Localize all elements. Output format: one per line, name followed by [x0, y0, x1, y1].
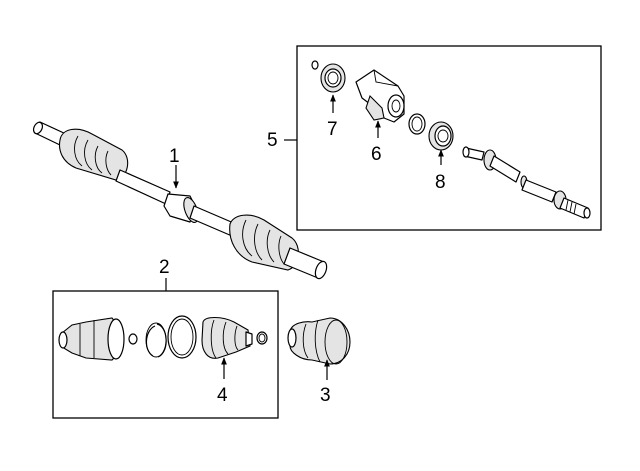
- callout-6: 6: [371, 144, 382, 165]
- callout-8: 8: [435, 172, 446, 193]
- kit-frame-5: [296, 45, 602, 231]
- bearing-8[interactable]: [428, 121, 454, 151]
- washer[interactable]: [311, 60, 319, 70]
- callout-5: 5: [267, 130, 278, 151]
- large-boot-clamp[interactable]: [167, 315, 197, 359]
- circlip-ring[interactable]: [145, 322, 167, 358]
- snap-clip[interactable]: [128, 333, 138, 345]
- intermediate-shaft[interactable]: [462, 146, 591, 219]
- boot-4[interactable]: [201, 316, 253, 359]
- axle-shaft-assembly[interactable]: [32, 121, 329, 280]
- callout-4: 4: [217, 385, 228, 406]
- callout-3: 3: [320, 385, 331, 406]
- inner-joint-housing[interactable]: [58, 317, 125, 361]
- callout-2: 2: [159, 257, 170, 278]
- callout-7: 7: [327, 119, 338, 140]
- outer-boot-kit[interactable]: [287, 317, 351, 365]
- seal-7[interactable]: [320, 63, 346, 93]
- bracket-6[interactable]: [355, 69, 405, 123]
- callout-1: 1: [169, 146, 180, 167]
- snap-ring[interactable]: [408, 113, 426, 135]
- kit-frame-2: [52, 290, 279, 419]
